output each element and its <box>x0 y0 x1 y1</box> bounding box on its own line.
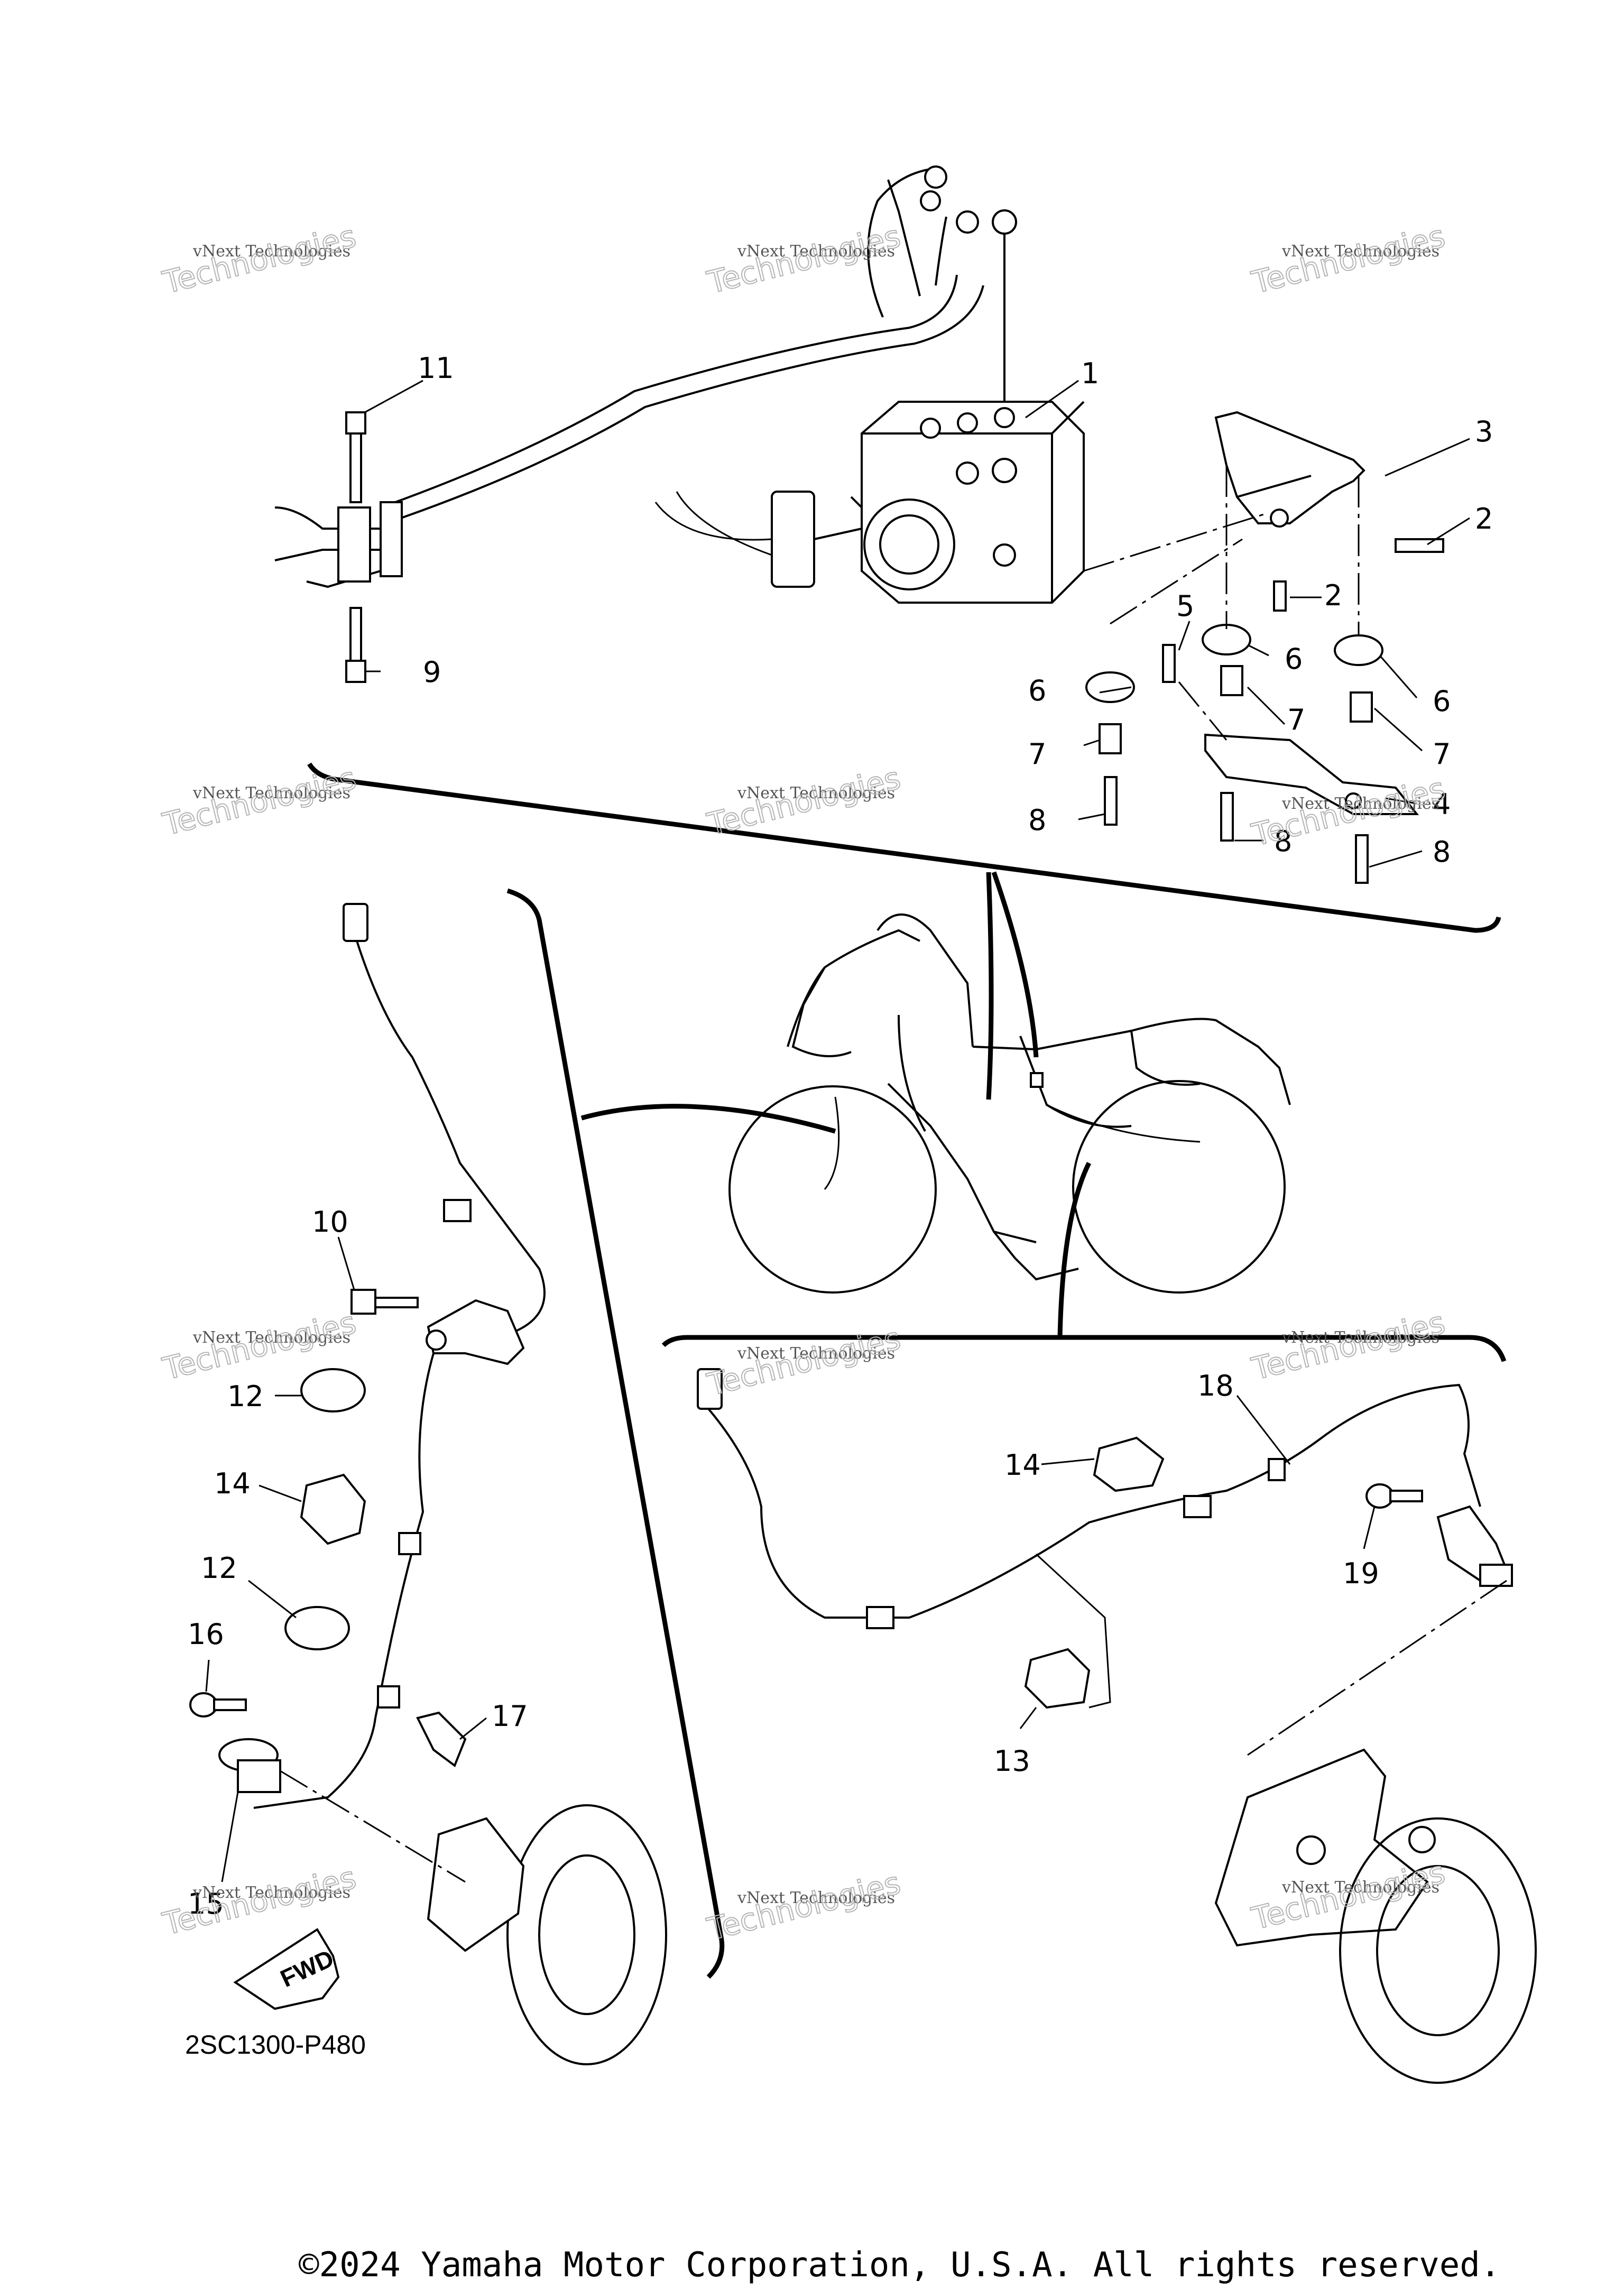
callout-10: 10 <box>312 1205 348 1239</box>
svg-text:vNext Technologies: vNext Technologies <box>192 1328 350 1347</box>
svg-text:vNext Technologies: vNext Technologies <box>1281 242 1440 261</box>
hydraulic-unit <box>654 401 1085 604</box>
fwd-arrow: FWD <box>233 1928 340 2010</box>
collar-7 <box>1099 665 1373 754</box>
clamp-14-rear <box>1093 1436 1165 1492</box>
copyright-notice: ©2024 Yamaha Motor Corporation, U.S.A. A… <box>299 2246 1501 2285</box>
callout-5: 5 <box>1176 589 1194 623</box>
callout-17: 17 <box>492 1700 528 1733</box>
svg-text:Technologies: Technologies <box>704 760 904 842</box>
damper-6 <box>1085 624 1383 703</box>
svg-text:vNext Technologies: vNext Technologies <box>192 242 350 261</box>
svg-text:vNext Technologies: vNext Technologies <box>737 242 895 261</box>
guide-17 <box>416 1711 467 1768</box>
svg-text:Technologies: Technologies <box>159 1859 359 1942</box>
panel-leaders <box>580 871 1092 1338</box>
left-panel-frame <box>506 888 725 1979</box>
callout-15: 15 <box>188 1887 224 1920</box>
front-sensor-15 <box>218 1738 281 1793</box>
callout-16: 16 <box>188 1618 224 1651</box>
rear-sensor-18 <box>1436 1505 1513 1587</box>
callout-7b: 7 <box>1287 703 1305 736</box>
callout-7a: 7 <box>1028 737 1046 771</box>
diagram-code: 2SC1300-P480 <box>185 2030 366 2060</box>
svg-text:vNext Technologies: vNext Technologies <box>192 784 350 802</box>
callout-19: 19 <box>1343 1557 1379 1590</box>
callout-13: 13 <box>994 1744 1030 1778</box>
bolt-5 <box>1162 644 1176 683</box>
callout-12b: 12 <box>201 1552 237 1585</box>
callout-6b: 6 <box>1285 642 1303 676</box>
bolt-11 <box>345 411 366 503</box>
clamp-12 <box>284 1368 366 1650</box>
svg-text:vNext Technologies: vNext Technologies <box>1281 795 1440 813</box>
clamp-13 <box>1024 1553 1111 1709</box>
svg-text:Technologies: Technologies <box>704 1320 904 1402</box>
callout-6a: 6 <box>1028 674 1046 707</box>
callout-8c: 8 <box>1433 835 1451 869</box>
rear-sensor-lead <box>697 1368 1481 1629</box>
svg-text:Technologies: Technologies <box>159 218 359 300</box>
callout-4: 4 <box>1433 788 1451 821</box>
callout-8b: 8 <box>1274 825 1292 858</box>
motorcycle-outline <box>728 913 1291 1294</box>
callout-leaders <box>205 380 1470 1882</box>
brake-pipes <box>274 165 1017 588</box>
top-dash-lines <box>1083 465 1360 741</box>
sensor-stay-10 <box>350 1289 525 1365</box>
callout-2b: 2 <box>1324 579 1342 612</box>
callout-12a: 12 <box>227 1380 264 1413</box>
front-sensor-lead <box>253 903 546 1809</box>
callout-6c: 6 <box>1433 685 1451 718</box>
front-disc <box>427 1804 667 2065</box>
callout-8a: 8 <box>1028 804 1046 837</box>
callout-2a: 2 <box>1475 502 1493 535</box>
bolt-16 <box>189 1692 247 1717</box>
bolt-19 <box>1365 1483 1423 1509</box>
svg-text:Technologies: Technologies <box>159 760 359 842</box>
clamp-14 <box>300 1473 366 1545</box>
svg-text:Technologies: Technologies <box>1248 1304 1448 1387</box>
svg-text:Technologies: Technologies <box>1248 218 1448 300</box>
bolt-8 <box>1104 776 1369 884</box>
svg-text:vNext Technologies: vNext Technologies <box>737 784 895 802</box>
svg-text:vNext Technologies: vNext Technologies <box>1281 1328 1440 1347</box>
callout-labels: 1 2 2 3 4 5 6 6 6 7 7 7 8 8 8 9 10 11 12… <box>188 352 1493 1920</box>
bracket-4 <box>1204 733 1419 815</box>
bracket-3 <box>1214 411 1365 528</box>
callout-1: 1 <box>1081 357 1099 390</box>
svg-text:vNext Technologies: vNext Technologies <box>737 1889 895 1907</box>
svg-text:Technologies: Technologies <box>704 1864 904 1947</box>
svg-text:vNext Technologies: vNext Technologies <box>192 1883 350 1902</box>
rear-disc <box>1339 1817 1537 2084</box>
svg-text:vNext Technologies: vNext Technologies <box>737 1344 895 1363</box>
callout-9: 9 <box>423 655 441 689</box>
callout-7c: 7 <box>1433 737 1451 771</box>
callout-18: 18 <box>1197 1369 1234 1402</box>
bolt-9 <box>345 607 366 683</box>
rear-dash-lines <box>1247 1580 1507 1756</box>
front-dash-lines <box>280 1770 466 1883</box>
right-panel-frame <box>661 1335 1507 1362</box>
top-panel-frame <box>307 762 1501 933</box>
svg-text:vNext Technologies: vNext Technologies <box>1281 1878 1440 1897</box>
callout-14b: 14 <box>1004 1448 1041 1482</box>
rear-caliper-bracket <box>1214 1748 1436 1947</box>
callout-3: 3 <box>1475 415 1493 448</box>
callout-14a: 14 <box>214 1467 251 1500</box>
callout-11: 11 <box>418 352 454 385</box>
bolt-2 <box>1273 538 1444 612</box>
